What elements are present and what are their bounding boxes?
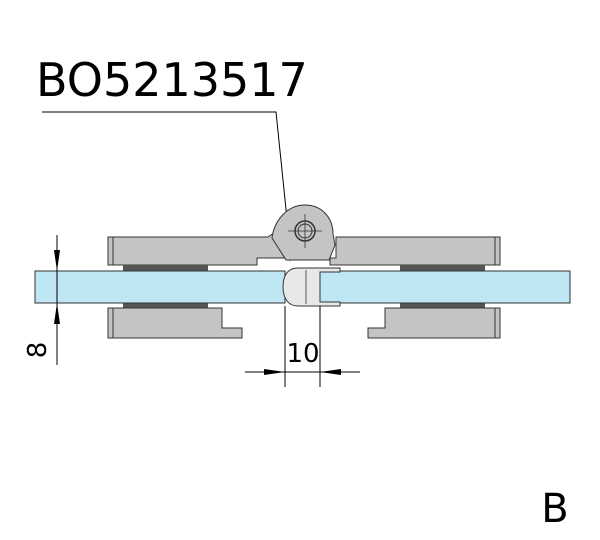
dimension-arrow: [54, 303, 60, 324]
gasket: [123, 265, 208, 271]
part-number-label: BO5213517: [36, 53, 308, 107]
lower-right-clamp-plate: [367, 307, 501, 339]
lower-left-clamp-plate: [107, 307, 243, 339]
leader-line: [42, 111, 291, 249]
view-label: B: [541, 486, 568, 532]
thickness-dimension-value: 8: [23, 342, 53, 359]
dimension-arrow: [320, 369, 341, 375]
upper-left-clamp-plate: [107, 229, 291, 266]
gap-dimension-value: 10: [286, 339, 319, 369]
dimension-arrow: [54, 250, 60, 271]
gasket: [400, 302, 485, 308]
seal-profile: [282, 267, 341, 307]
dimension-arrow: [264, 369, 285, 375]
right-glass-pane: [317, 270, 571, 304]
upper-right-clamp-plate: [329, 236, 501, 266]
left-glass-pane: [34, 270, 286, 304]
gasket: [400, 265, 485, 271]
gasket: [123, 302, 208, 308]
